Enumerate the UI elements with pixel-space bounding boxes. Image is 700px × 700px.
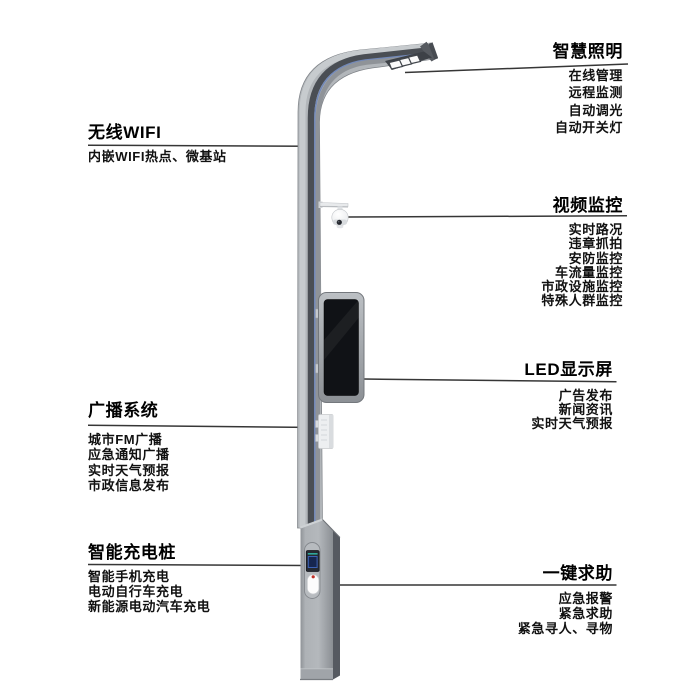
speaker-box — [315, 414, 334, 449]
led-light-modules — [388, 54, 422, 70]
line-charging — [87, 563, 306, 567]
feature-list: 应急报警 紧急求助 紧急寻人、寻物 — [518, 591, 613, 637]
feature-item: 在线管理 — [568, 68, 623, 83]
feature-item: 违章抓拍 — [568, 236, 623, 252]
section-smart-lighting: 智慧照明 在线管理 远程监测 自动调光 自动开关灯 — [553, 43, 623, 137]
feature-item: 紧急寻人、寻物 — [517, 621, 613, 637]
feature-item: 实时路况 — [568, 222, 623, 237]
feature-list: 内嵌WIFI热点、微基站 — [88, 149, 227, 165]
pole — [297, 41, 438, 529]
feature-item: 车流量监控 — [554, 264, 623, 280]
section-title: 一键求助 — [542, 564, 613, 583]
feature-list: 智能手机充电 电动自行车充电 新能源电动汽车充电 — [88, 569, 210, 614]
section-title: 智能充电桩 — [88, 543, 176, 562]
section-one-key-help: 一键求助 应急报警 紧急求助 紧急寻人、寻物 — [518, 565, 613, 637]
feature-item: 应急通知广播 — [88, 447, 170, 463]
feature-item: 安防监控 — [568, 250, 623, 266]
feature-item: 自动开关灯 — [554, 120, 623, 136]
led-display-screen — [315, 292, 365, 403]
feature-item: 电动自行车充电 — [88, 584, 184, 599]
feature-item: 新闻资讯 — [558, 402, 613, 417]
section-title: 视频监控 — [552, 196, 623, 215]
feature-item: 远程监测 — [568, 85, 623, 101]
charging-panel — [305, 550, 320, 572]
feature-item: 实时天气预报 — [531, 416, 613, 431]
line-video — [348, 215, 628, 218]
section-smart-charging: 智能充电桩 智能手机充电 电动自行车充电 新能源电动汽车充电 — [88, 544, 210, 614]
feature-list: 城市FM广播 应急通知广播 实时天气预报 市政信息发布 — [88, 432, 170, 493]
feature-item: 特殊人群监控 — [541, 293, 623, 309]
feature-list: 实时路况 违章抓拍 安防监控 车流量监控 市政设施监控 特殊人群监控 — [541, 222, 623, 309]
section-video-surveillance: 视频监控 实时路况 违章抓拍 安防监控 车流量监控 市政设施监控 特殊人群监控 — [541, 197, 623, 309]
line-led — [363, 378, 617, 383]
feature-item: 新能源电动汽车充电 — [88, 599, 211, 614]
feature-item: 城市FM广播 — [88, 432, 163, 447]
feature-item: 内嵌WIFI热点、微基站 — [88, 149, 227, 164]
line-wifi — [87, 144, 311, 147]
section-title: 广播系统 — [88, 401, 159, 420]
sos-help-button — [306, 574, 320, 595]
section-broadcast-system: 广播系统 城市FM广播 应急通知广播 实时天气预报 市政信息发布 — [88, 402, 170, 493]
feature-item: 智能手机充电 — [88, 569, 170, 584]
cabinet-base — [300, 518, 341, 681]
feature-list: 在线管理 远程监测 自动调光 自动开关灯 — [553, 67, 623, 137]
feature-item: 广告发布 — [558, 388, 613, 403]
feature-list: 广告发布 新闻资讯 实时天气预报 — [524, 389, 613, 431]
section-title: 智慧照明 — [552, 42, 623, 61]
feature-item: 应急报警 — [558, 591, 613, 606]
feature-item: 自动调光 — [568, 102, 623, 118]
feature-item: 紧急求助 — [558, 606, 613, 622]
section-led-display: LED显示屏 广告发布 新闻资讯 实时天气预报 — [524, 361, 613, 431]
section-wireless-wifi: 无线WIFI 内嵌WIFI热点、微基站 — [88, 124, 227, 165]
line-broadcast — [87, 424, 320, 429]
dome-camera — [318, 201, 349, 229]
feature-item: 市政设施监控 — [541, 279, 623, 294]
section-title: 无线WIFI — [88, 123, 162, 142]
callout-lines — [87, 63, 629, 586]
line-lighting — [404, 63, 629, 74]
section-title: LED显示屏 — [524, 360, 613, 379]
feature-item: 实时天气预报 — [88, 462, 170, 478]
feature-item: 市政信息发布 — [88, 477, 170, 493]
